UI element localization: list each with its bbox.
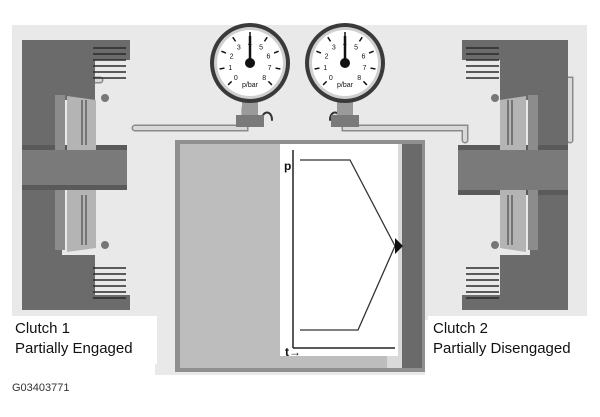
figure-id: G03403771 bbox=[12, 382, 70, 394]
gauge-tick bbox=[221, 50, 227, 54]
gauge-hub bbox=[340, 58, 350, 68]
gauge-scale-label: 5 bbox=[259, 44, 263, 51]
gauge-unit-label: p/bar bbox=[337, 82, 354, 89]
clutch-2-name: Clutch 2 bbox=[433, 320, 489, 337]
gauge-tick bbox=[327, 36, 332, 42]
gauge-scale-label: 2 bbox=[230, 53, 234, 60]
gauge-scale-label: 7 bbox=[268, 65, 272, 72]
pressure-gauge-1: 012345678p/bar bbox=[210, 23, 290, 127]
graph-x-axis-label: t→ bbox=[285, 345, 301, 359]
gauge-hub bbox=[245, 58, 255, 68]
gauge-tick bbox=[370, 67, 376, 70]
pressure-gauge-2: 012345678p/bar bbox=[305, 23, 385, 127]
gauge-fitting bbox=[331, 115, 359, 127]
clutch-2-caption: Clutch 2 Partially Disengaged bbox=[433, 319, 571, 359]
gauge-scale-label: 5 bbox=[354, 44, 358, 51]
caption-band-left bbox=[12, 316, 157, 364]
gauge-tick bbox=[368, 50, 374, 54]
gauge-scale-label: 3 bbox=[332, 44, 336, 51]
gauge-tick bbox=[232, 36, 237, 42]
gauge-tick bbox=[275, 67, 281, 70]
clutch-1-caption: Clutch 1 Partially Engaged bbox=[15, 319, 133, 359]
gauge-scale-label: 8 bbox=[357, 75, 361, 82]
pressure-time-graph: p t→ bbox=[280, 144, 403, 359]
gauge-tick bbox=[358, 36, 363, 42]
gauge-tick bbox=[322, 80, 328, 86]
clutch-2-pressure-curve bbox=[300, 159, 396, 247]
gauge-scale-label: 1 bbox=[323, 65, 327, 72]
gauge-tick bbox=[267, 80, 273, 86]
gauge-scale-label: 3 bbox=[237, 44, 241, 51]
crossover-marker bbox=[395, 238, 403, 254]
gauge-tick bbox=[273, 50, 279, 54]
gauge-fitting bbox=[236, 115, 264, 127]
gauge-scale-label: 6 bbox=[267, 53, 271, 60]
gauge-scale-label: 8 bbox=[262, 75, 266, 82]
clutch-1-state: Partially Engaged bbox=[15, 340, 133, 357]
gauge-unit-label: p/bar bbox=[242, 82, 259, 89]
gauge-tick bbox=[314, 67, 320, 70]
caption-band-right bbox=[428, 316, 588, 364]
gauge-scale-label: 0 bbox=[329, 75, 333, 82]
gauge-tick bbox=[219, 67, 225, 70]
clutch-1-name: Clutch 1 bbox=[15, 320, 71, 337]
gauge-tick bbox=[316, 50, 322, 54]
clutch-1-pressure-curve bbox=[300, 245, 396, 331]
gauge-scale-label: 6 bbox=[362, 53, 366, 60]
gauge-scale-label: 0 bbox=[234, 75, 238, 82]
gauge-scale-label: 7 bbox=[363, 65, 367, 72]
gauge-scale-label: 1 bbox=[228, 65, 232, 72]
clutch-1-assembly bbox=[22, 40, 130, 310]
gauge-tick bbox=[263, 36, 268, 42]
gauge-tick bbox=[227, 80, 233, 86]
clutch-2-state: Partially Disengaged bbox=[433, 340, 571, 357]
gauge-scale-label: 2 bbox=[325, 53, 329, 60]
clutch-2-assembly bbox=[458, 40, 568, 310]
gauge-tick bbox=[362, 80, 368, 86]
graph-y-axis-label: p bbox=[284, 159, 291, 173]
graph-plot-area bbox=[280, 144, 398, 356]
